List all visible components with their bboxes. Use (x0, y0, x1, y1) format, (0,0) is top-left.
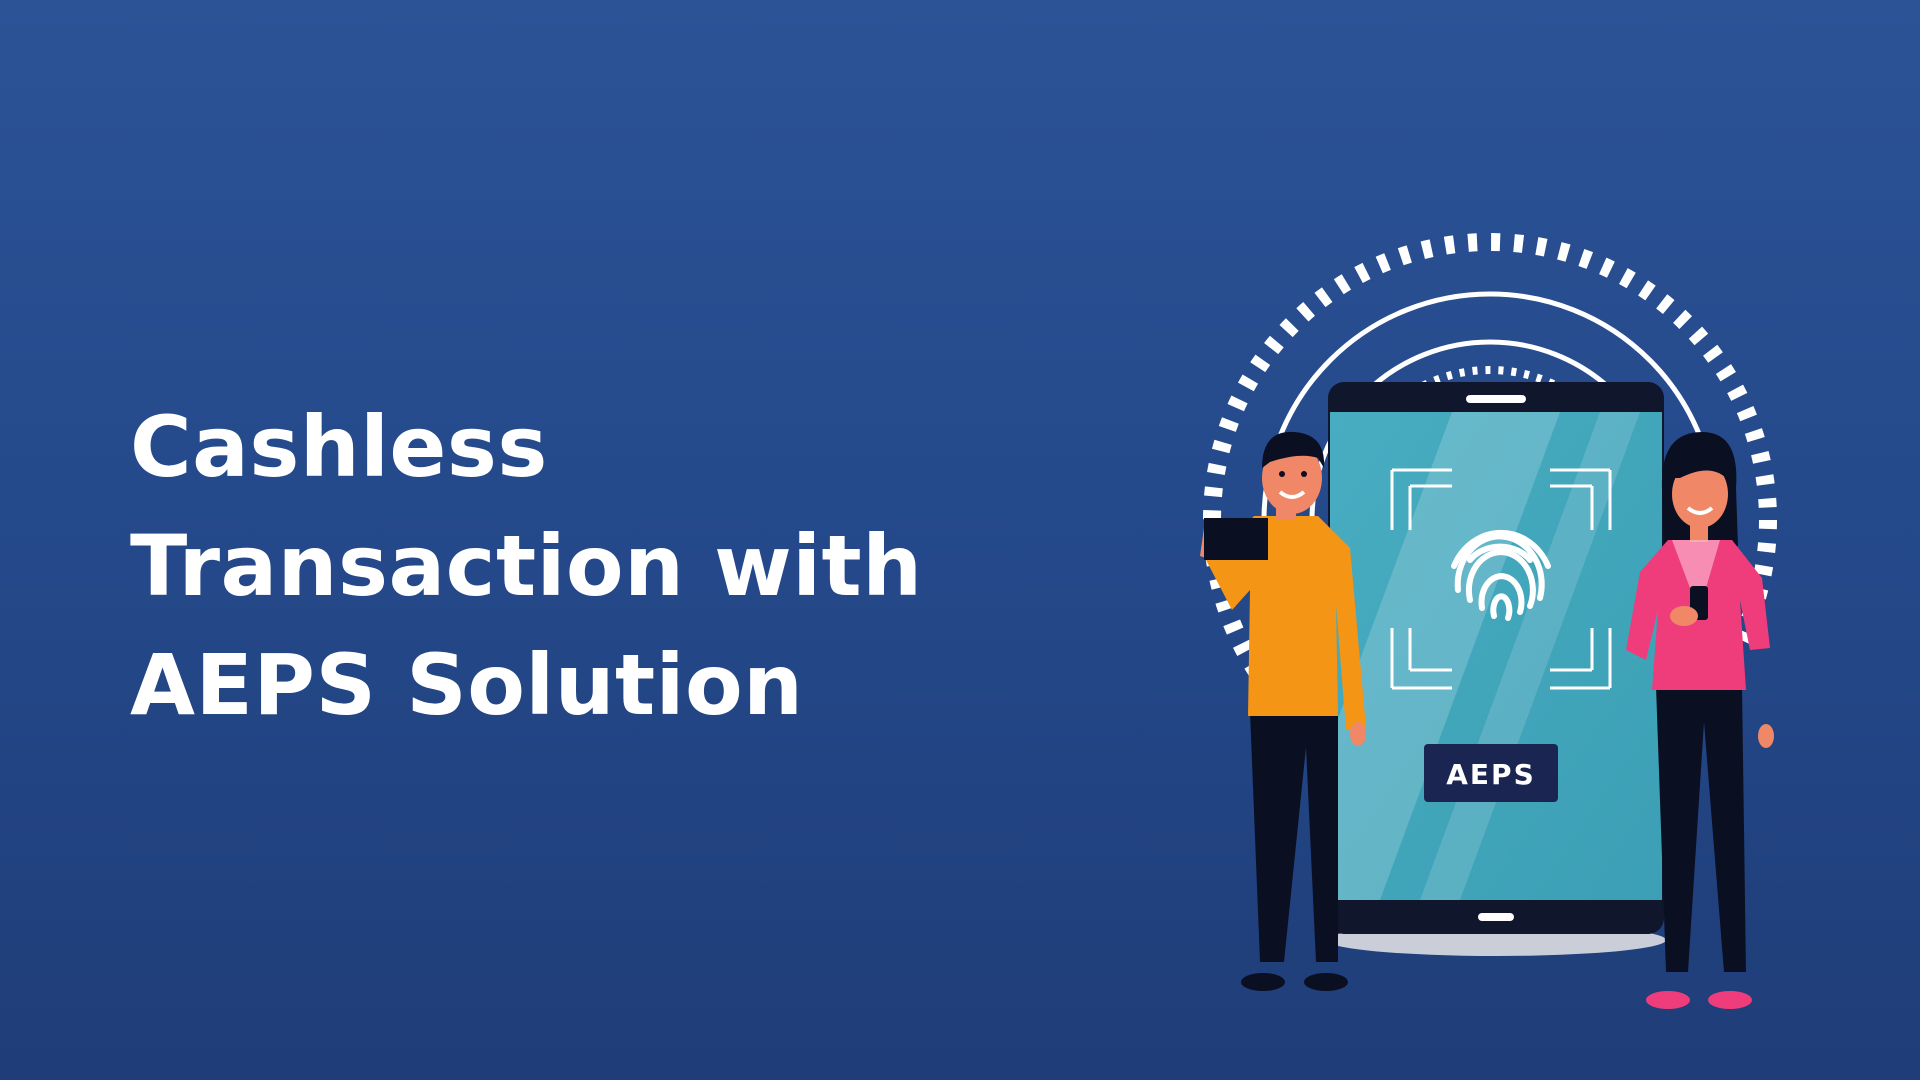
woman-left-shoe (1646, 991, 1690, 1009)
headline-line-1: Cashless (130, 398, 548, 496)
aeps-badge-label: AEPS (1446, 758, 1535, 791)
woman-face (1672, 460, 1728, 528)
fingerprint-icon (1451, 529, 1551, 621)
man-trousers (1250, 712, 1338, 962)
phone (1328, 382, 1664, 934)
woman-figure (1626, 432, 1774, 1009)
aeps-badge: AEPS (1424, 744, 1558, 802)
headline-line-2: Transaction with (130, 517, 923, 615)
aeps-badge-bg (1424, 744, 1558, 802)
scan-frame-icon (1390, 468, 1612, 690)
man-hair (1262, 431, 1325, 468)
man-face (1262, 442, 1322, 514)
man-figure (1200, 431, 1366, 991)
headline-line-3: AEPS Solution (130, 636, 804, 734)
page-title: Cashless Transaction with AEPS Solution (130, 388, 923, 745)
man-right-shoe (1304, 973, 1348, 991)
phone-speaker (1466, 395, 1526, 403)
man-card (1204, 518, 1268, 560)
man-left-shoe (1241, 973, 1285, 991)
woman-trousers (1656, 686, 1746, 972)
woman-right-shoe (1708, 991, 1752, 1009)
phone-screen (1330, 412, 1662, 900)
outer-dashed-ring (1203, 233, 1777, 807)
man-shirt (1206, 516, 1366, 730)
phone-home-button (1478, 913, 1514, 921)
